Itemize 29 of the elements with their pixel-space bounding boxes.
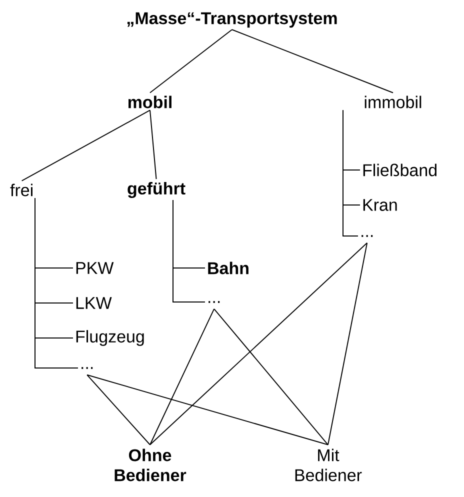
item-label: Kran [363,199,397,211]
bracket-line [172,199,206,302]
category-label: geführt [128,182,186,198]
item-label: ... [82,367,93,369]
connector-line [150,242,368,446]
connector-line [150,29,232,94]
connector-line [150,110,157,180]
category-label: frei [10,184,32,196]
connector-line [150,308,215,446]
category-label: immobil [364,96,422,108]
connector-line [86,374,328,446]
item-label: Bahn [208,262,248,274]
item-label: ... [362,235,373,237]
connector-line [328,242,368,446]
item-label: PKW [76,262,114,274]
connector-line [214,308,328,446]
item-label: Flugzeug [76,330,144,346]
item-label: LKW [76,297,112,309]
connector-line [86,374,150,446]
item-label: Ohne Bediener [114,448,186,482]
category-label: mobil [128,96,172,108]
bracket-line [342,110,358,236]
item-label: ... [208,301,220,303]
item-label: Mit Bediener [295,448,362,482]
connector-line [21,110,150,182]
connector-line [232,29,394,94]
bracket-line [34,198,78,368]
item-label: Fließband [363,164,436,176]
category-label: „Masse“-Transportsystem [127,12,337,28]
